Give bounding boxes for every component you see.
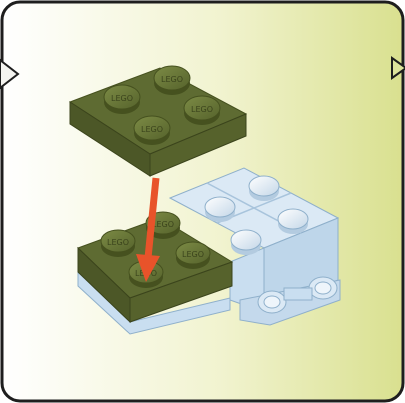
stud-logo: LEGO: [191, 105, 213, 114]
stud-logo: LEGO: [111, 94, 133, 103]
stud-logo: LEGO: [182, 250, 204, 259]
stud-logo: LEGO: [141, 125, 163, 134]
stud-logo: LEGO: [152, 220, 174, 229]
stud-logo: LEGO: [107, 238, 129, 247]
stud-logo: LEGO: [161, 75, 183, 84]
